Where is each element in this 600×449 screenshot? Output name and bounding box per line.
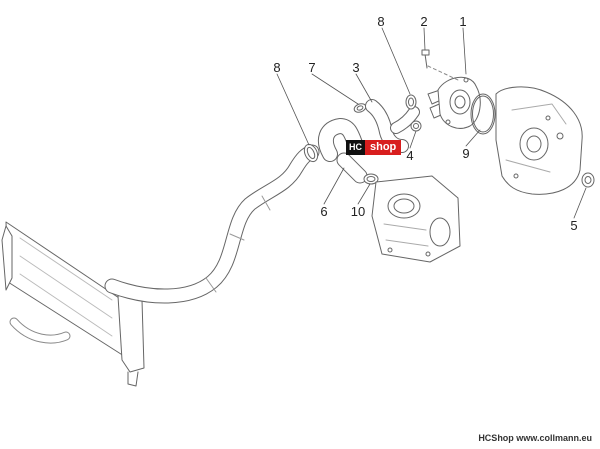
callout-2: 2: [420, 14, 428, 29]
o-ring-9: [470, 93, 496, 135]
hose-clamp-10: [363, 173, 379, 185]
callout-7: 7: [308, 60, 316, 75]
leader-lines: [276, 27, 587, 219]
radiator: [1, 221, 145, 387]
callout-4: 4: [406, 148, 414, 163]
oil-seal-5: [581, 172, 595, 188]
water-pump-cover: [427, 76, 481, 129]
cylinder-block: [371, 175, 461, 263]
callout-3: 3: [352, 60, 360, 75]
hose-6: [317, 118, 368, 184]
watermark-shop: shop: [365, 140, 402, 155]
callout-5: 5: [570, 218, 578, 233]
hcshop-watermark: HC shop: [346, 140, 402, 155]
callout-6: 6: [320, 204, 328, 219]
hose-clamp-7: [353, 103, 367, 113]
callout-1: 1: [459, 14, 467, 29]
callout-10: 10: [350, 204, 366, 219]
screw-2: [421, 49, 459, 81]
hose-clamp-8-right: [405, 94, 417, 110]
hose-clamp-8-left: [303, 143, 319, 163]
watermark-hc: HC: [346, 140, 365, 155]
crankcase-housing: [495, 86, 583, 195]
callout-9: 9: [462, 146, 470, 161]
lower-coolant-hose: [104, 144, 320, 304]
site-credit: HCShop www.collmann.eu: [478, 433, 592, 443]
callout-8-left: 8: [273, 60, 281, 75]
hose-clamp-4: [410, 120, 422, 132]
callout-8-right: 8: [377, 14, 385, 29]
